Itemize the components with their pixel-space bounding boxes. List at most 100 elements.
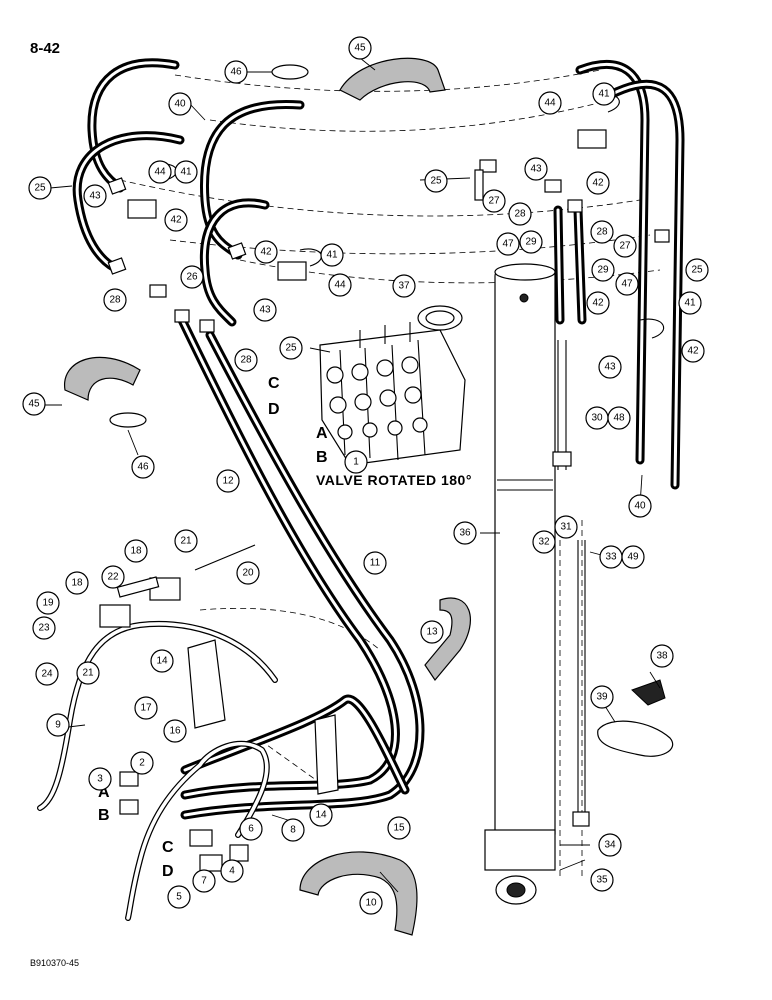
svg-text:42: 42: [592, 298, 604, 309]
svg-text:19: 19: [42, 598, 54, 609]
callout-45: 45: [22, 392, 46, 416]
svg-text:47: 47: [502, 239, 514, 250]
svg-text:8: 8: [290, 825, 296, 836]
port-label-B-fitting: B: [98, 807, 110, 824]
callout-40: 40: [628, 494, 652, 518]
callout-42: 42: [586, 171, 610, 195]
svg-text:41: 41: [180, 167, 192, 178]
fitting-2-b: [119, 799, 139, 815]
svg-text:43: 43: [89, 191, 101, 202]
fitting-6: [189, 829, 213, 847]
callout-23: 23: [32, 616, 56, 640]
svg-text:44: 44: [544, 98, 556, 109]
bracket-44-right: [577, 129, 607, 149]
callout-32: 32: [532, 530, 556, 554]
callout-29: 29: [519, 230, 543, 254]
page-number: 8-42: [30, 40, 61, 57]
svg-text:12: 12: [222, 476, 234, 487]
figure-code: B910370-45: [30, 958, 80, 968]
callout-3: 3: [88, 767, 112, 791]
svg-text:9: 9: [55, 720, 61, 731]
svg-text:23: 23: [38, 623, 50, 634]
callout-24: 24: [35, 662, 59, 686]
hose-guards: [64, 57, 471, 936]
svg-text:28: 28: [596, 227, 608, 238]
svg-text:31: 31: [560, 522, 572, 533]
svg-text:28: 28: [514, 209, 526, 220]
bracket-44-left: [127, 199, 157, 219]
svg-text:3: 3: [97, 774, 103, 785]
callout-28: 28: [103, 288, 127, 312]
callout-14: 14: [150, 649, 174, 673]
callout-42: 42: [586, 291, 610, 315]
svg-text:27: 27: [488, 196, 500, 207]
port-label-C-fitting: C: [162, 839, 174, 856]
callout-30: 30: [585, 406, 609, 430]
clamp-14-upper: [187, 639, 226, 729]
svg-text:41: 41: [326, 250, 338, 261]
callout-13: 13: [420, 620, 444, 644]
clamps: [109, 64, 674, 757]
callout-45: 45: [348, 36, 372, 60]
callout-21: 21: [76, 661, 100, 685]
callout-41: 41: [174, 160, 198, 184]
callout-12: 12: [216, 469, 240, 493]
svg-text:18: 18: [130, 546, 142, 557]
callout-6: 6: [239, 817, 263, 841]
callout-15: 15: [387, 816, 411, 840]
svg-text:20: 20: [242, 568, 254, 579]
hose-40-top: [72, 58, 305, 327]
callout-20: 20: [236, 561, 260, 585]
svg-text:49: 49: [627, 552, 639, 563]
svg-text:28: 28: [240, 355, 252, 366]
callout-31: 31: [554, 515, 578, 539]
callout-42: 42: [681, 339, 705, 363]
svg-text:29: 29: [525, 237, 537, 248]
wrap-39: [597, 720, 674, 757]
callout-46: 46: [131, 455, 155, 479]
callout-5: 5: [167, 885, 191, 909]
svg-text:15: 15: [393, 823, 405, 834]
svg-text:48: 48: [613, 413, 625, 424]
callout-22: 22: [101, 565, 125, 589]
svg-text:1: 1: [353, 457, 359, 468]
callout-21: 21: [174, 529, 198, 553]
svg-text:5: 5: [176, 892, 182, 903]
callout-33: 33: [599, 545, 623, 569]
svg-text:14: 14: [156, 656, 168, 667]
port-label-A-valve: A: [316, 425, 328, 442]
guard-13: [424, 597, 471, 682]
svg-text:44: 44: [334, 280, 346, 291]
svg-text:27: 27: [619, 241, 631, 252]
callout-28: 28: [590, 220, 614, 244]
callout-28: 28: [508, 202, 532, 226]
svg-text:21: 21: [180, 536, 192, 547]
svg-text:13: 13: [426, 627, 438, 638]
callout-46: 46: [224, 60, 248, 84]
callout-25: 25: [424, 169, 448, 193]
port-label-C: C: [268, 375, 280, 392]
svg-text:43: 43: [259, 305, 271, 316]
guard-45-top: [339, 57, 446, 101]
callout-7: 7: [192, 869, 216, 893]
port-label-D-fitting: D: [162, 863, 174, 880]
hose-40-right: [553, 59, 685, 490]
fitting-7: [199, 854, 223, 872]
svg-text:43: 43: [604, 362, 616, 373]
svg-text:44: 44: [154, 167, 166, 178]
callout-25: 25: [685, 258, 709, 282]
callout-37: 37: [392, 274, 416, 298]
port-label-B-valve: B: [316, 449, 328, 466]
callout-18: 18: [65, 571, 89, 595]
svg-text:39: 39: [596, 692, 608, 703]
callout-41: 41: [678, 291, 702, 315]
fitting-4: [229, 844, 249, 862]
clamp-46-top: [271, 64, 309, 80]
callout-36: 36: [453, 521, 477, 545]
clamp-46-left: [109, 412, 147, 428]
callout-34: 34: [598, 833, 622, 857]
svg-text:25: 25: [34, 183, 46, 194]
cylinder-36: [484, 263, 556, 905]
callout-11: 11: [363, 551, 387, 575]
